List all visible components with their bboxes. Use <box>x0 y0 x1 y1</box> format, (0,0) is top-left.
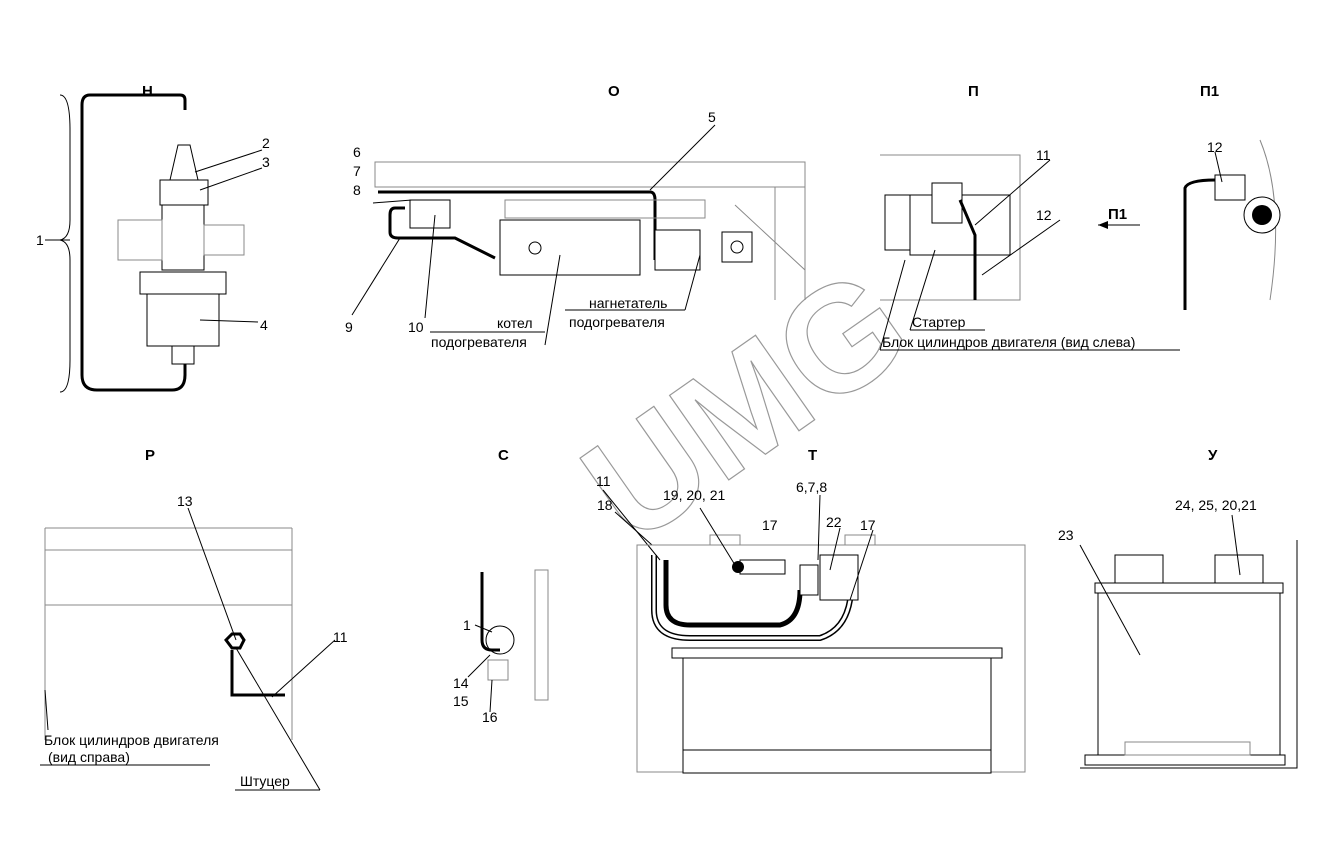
blower-label: подогревателя <box>569 314 665 330</box>
callout: 14 <box>453 675 469 691</box>
callout: 11 <box>1036 147 1051 163</box>
callout: 24, 25, 20,21 <box>1175 497 1257 513</box>
view-s: С 1 14 15 16 11 18 <box>453 447 661 725</box>
block-label: (вид справа) <box>48 749 130 765</box>
callout: 18 <box>597 497 613 513</box>
view-title: П1 <box>1200 83 1219 100</box>
callout: 2 <box>262 135 270 151</box>
fitting-label: Штуцер <box>240 773 290 789</box>
heater-blower <box>654 229 701 271</box>
callout: 7 <box>353 163 361 179</box>
view-h: Н 1 2 3 4 <box>36 83 270 393</box>
callout: 13 <box>177 493 193 509</box>
view-title: У <box>1208 447 1218 464</box>
view-title: С <box>498 447 509 464</box>
callout: 6,7,8 <box>796 479 827 495</box>
callout: 16 <box>482 709 498 725</box>
valve-body <box>161 204 205 271</box>
nut <box>159 179 209 206</box>
view-t: Т 19, 20, 21 17 6,7,8 22 17 <box>636 447 1026 774</box>
callout: 1 <box>463 617 471 633</box>
callout: 8 <box>353 182 361 198</box>
view-title: О <box>608 83 620 100</box>
brace <box>59 94 71 393</box>
callout: 6 <box>353 144 361 160</box>
callout: 17 <box>860 517 876 533</box>
callout: 9 <box>345 319 353 335</box>
view-title: П <box>968 83 979 100</box>
block-label: Блок цилиндров двигателя (вид слева) <box>882 334 1135 350</box>
view-title: Н <box>142 83 153 100</box>
view-u: У 23 24, 25, 20,21 <box>1058 447 1298 769</box>
boiler-label: котел <box>497 315 533 331</box>
callout: 12 <box>1207 139 1223 155</box>
view-o: О 5 6 7 8 9 10 котел подогревателя нагне… <box>345 83 806 350</box>
starter-label: Стартер <box>912 314 966 330</box>
callout: 17 <box>762 517 778 533</box>
callout: 12 <box>1036 207 1052 223</box>
callout: 11 <box>333 629 348 645</box>
callout: 5 <box>708 109 716 125</box>
view-title: Т <box>808 447 817 464</box>
fuel-line <box>230 650 285 697</box>
callout: 15 <box>453 693 469 709</box>
battery <box>1097 592 1281 756</box>
callout: 3 <box>262 154 270 170</box>
callout: 19, 20, 21 <box>663 487 725 503</box>
view-arrow-label: П1 <box>1108 206 1127 223</box>
block-label: Блок цилиндров двигателя <box>44 732 219 748</box>
view-p1: П1 12 <box>1183 83 1281 310</box>
watermark: UMG <box>554 236 937 574</box>
view-p: П 11 12 П1 Стартер Блок цилиндров двигат… <box>879 83 1180 351</box>
callout: 1 <box>36 232 44 248</box>
connector <box>169 144 199 181</box>
callout: 22 <box>826 514 842 530</box>
callout: 23 <box>1058 527 1074 543</box>
boiler-label: подогревателя <box>431 334 527 350</box>
blower-label: нагнетатель <box>589 295 667 311</box>
heater-boiler <box>499 219 641 276</box>
callout: 11 <box>596 473 611 489</box>
callout: 4 <box>260 317 268 333</box>
view-title: Р <box>145 447 155 464</box>
view-r: Р 13 11 Блок цилиндров двигателя (вид сп… <box>40 447 348 791</box>
filter-cap <box>139 271 227 295</box>
hose <box>80 93 187 392</box>
battery <box>682 657 992 774</box>
callout: 10 <box>408 319 424 335</box>
